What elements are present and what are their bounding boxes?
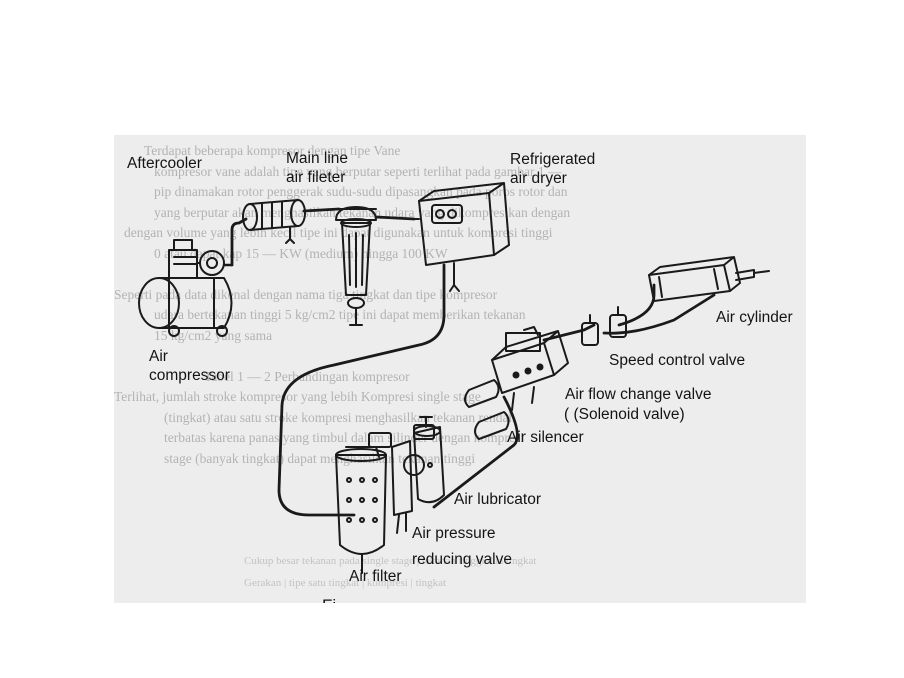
background-text-line: Tabel 1 — 2 Perbandingan kompresor bbox=[204, 368, 410, 384]
label-air-filter: Air filter bbox=[349, 568, 402, 585]
refrigerated-dryer-drawing bbox=[413, 182, 510, 292]
pipe-valve-to-speed bbox=[542, 323, 596, 342]
label-main-line-filter-1: Main line bbox=[286, 150, 349, 167]
label-air-lubricator: Air lubricator bbox=[454, 491, 541, 508]
air-cylinder-drawing bbox=[648, 256, 770, 302]
label-refrigerated-dryer-1: Refrigerated bbox=[510, 151, 596, 168]
background-text-line: udara bertekanan tinggi 5 kg/cm2 tipe in… bbox=[154, 307, 526, 322]
label-main-line-filter-2: air fileter bbox=[286, 169, 346, 186]
background-table-line: Gerakan | tipe satu tingkat | kompresi |… bbox=[244, 577, 447, 589]
figure-caption: Fi bbox=[322, 596, 336, 603]
main-air-line bbox=[230, 217, 248, 267]
label-air-flow-change-valve: Air flow change valve bbox=[565, 386, 712, 403]
label-air-silencer: Air silencer bbox=[507, 429, 584, 446]
background-text-line: stage (banyak tingkat) dapat menghasilka… bbox=[164, 450, 476, 466]
background-table-line: Cukup besar tekanan pada single stage | … bbox=[244, 555, 537, 567]
background-text-line: Terlihat, jumlah stroke kompresor yang l… bbox=[114, 389, 481, 404]
pipe-dryer-down bbox=[277, 263, 446, 517]
scanned-figure: Terdapat beberapa kompresor dengan tipe … bbox=[114, 135, 806, 603]
air-compressor-drawing bbox=[138, 239, 234, 337]
pipe-filter-to-dryer bbox=[374, 215, 416, 221]
main-line-filter-drawing bbox=[335, 206, 377, 326]
frl-unit-drawing bbox=[335, 416, 445, 574]
background-text-line: 0 atau dapat kap 15 — KW (medium) hingga… bbox=[154, 245, 448, 261]
background-text-line: yang berputar akan menghasilkan tekanan … bbox=[154, 204, 571, 220]
speed-control-valve-drawing bbox=[581, 306, 627, 346]
background-text-line: Terdapat beberapa kompresor dengan tipe … bbox=[144, 143, 401, 158]
aftercooler-drawing bbox=[242, 199, 306, 244]
solenoid-valve-drawing bbox=[491, 326, 569, 411]
label-refrigerated-dryer-2: air dryer bbox=[510, 170, 567, 187]
pipe-lubricator-to-valve bbox=[432, 395, 519, 509]
label-aftercooler: Aftercooler bbox=[127, 155, 202, 172]
background-text-line: Seperti pada data dikenal dengan nama ti… bbox=[114, 286, 498, 302]
label-air-compressor-1: Air bbox=[149, 348, 168, 365]
pipe-speed-to-cylinder-a bbox=[617, 283, 656, 327]
background-text-line: (tingkat) atau satu stroke kompresi meng… bbox=[164, 409, 516, 425]
background-text-line: kompresor vane adalah tipe yang berputar… bbox=[154, 163, 562, 179]
air-silencer-drawing bbox=[464, 379, 510, 440]
label-air-compressor-2: compressor bbox=[149, 367, 230, 384]
background-text-line: 15 kg/cm2 yang sama bbox=[154, 327, 273, 343]
label-air-pressure-1: Air pressure bbox=[412, 525, 496, 542]
label-solenoid-valve: ( (Solenoid valve) bbox=[564, 406, 685, 423]
label-air-pressure-2: reducing valve bbox=[412, 551, 512, 568]
label-air-cylinder: Air cylinder bbox=[716, 309, 793, 326]
pipe-aftercooler-to-filter bbox=[302, 207, 341, 213]
label-speed-control-valve: Speed control valve bbox=[609, 352, 746, 369]
pneumatic-system-drawing bbox=[138, 182, 770, 574]
